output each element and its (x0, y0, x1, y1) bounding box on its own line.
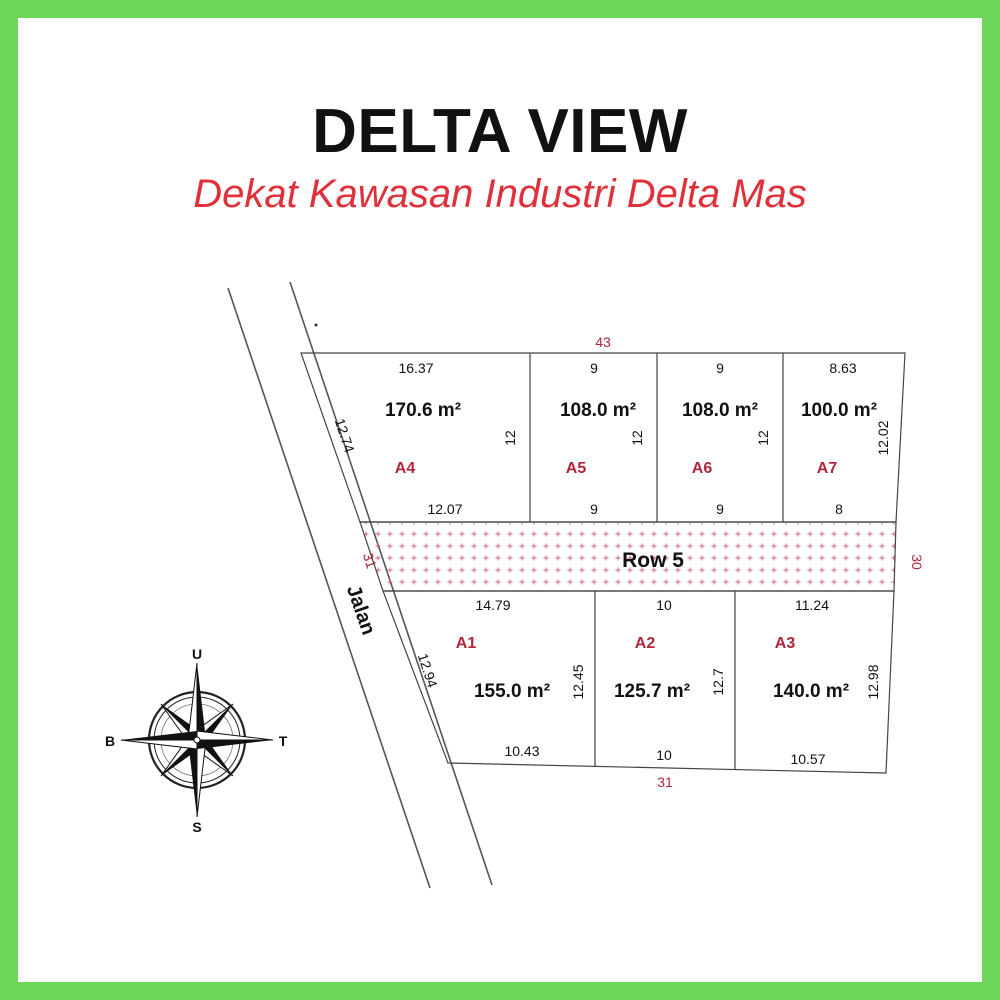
lot-a4-area: 170.6 m² (385, 400, 461, 421)
lot-a4-right: 12 (502, 430, 518, 446)
lot-a1-area: 155.0 m² (474, 681, 550, 702)
lot-a7-right: 12.02 (875, 420, 891, 455)
white-frame (18, 18, 982, 982)
lot-a4-bottom: 12.07 (427, 501, 462, 517)
lot-a2-id: A2 (635, 635, 656, 652)
lot-a5-bottom: 9 (590, 501, 598, 517)
lot-a3-id: A3 (775, 635, 796, 652)
lot-a3-area: 140.0 m² (773, 681, 849, 702)
lot-a6-right: 12 (755, 430, 771, 446)
lot-a5-right: 12 (629, 430, 645, 446)
block-top-outline (300, 352, 906, 523)
lot-a4-id: A4 (395, 460, 416, 477)
block-bottom: 31 14.79 A1 12.94 12.45 155.0 m² 10.43 1… (382, 590, 895, 790)
row-5-label: Row 5 (622, 549, 684, 572)
lot-a5-top: 9 (590, 360, 598, 376)
lot-a3-top: 11.24 (795, 597, 829, 613)
lot-a5-id: A5 (566, 460, 587, 477)
lot-a1-bottom: 10.43 (504, 743, 539, 759)
lot-a6-id: A6 (692, 460, 713, 477)
lot-a5-area: 108.0 m² (560, 400, 636, 421)
lot-a7: 8.63 100.0 m² 12.02 A7 8 (801, 360, 891, 517)
lot-a3: 11.24 A3 12.98 140.0 m² 10.57 (773, 597, 881, 767)
lot-a6-top: 9 (716, 360, 724, 376)
row-5: Row 5 31 30 (359, 521, 925, 592)
lot-a6: 9 108.0 m² 12 A6 9 (682, 360, 771, 517)
block-bottom-outline (382, 590, 895, 774)
lot-a1: 14.79 A1 12.94 12.45 155.0 m² 10.43 (415, 597, 586, 759)
row-5-right-width: 30 (909, 554, 925, 570)
overall-top-length: 43 (595, 334, 611, 350)
lot-a3-bottom: 10.57 (790, 751, 825, 767)
lot-a4-top: 16.37 (398, 360, 433, 376)
lot-a2-bottom: 10 (656, 747, 672, 763)
page-subtitle: Dekat Kawasan Industri Delta Mas (193, 172, 807, 216)
compass-west-label: B (105, 733, 115, 749)
lot-a6-area: 108.0 m² (682, 400, 758, 421)
road-edge-left (227, 287, 431, 889)
road-dot (314, 323, 318, 327)
lot-a2-area: 125.7 m² (614, 681, 690, 702)
page-title: DELTA VIEW (312, 97, 688, 166)
lot-a7-area: 100.0 m² (801, 400, 877, 421)
lot-a3-right: 12.98 (865, 664, 881, 699)
compass-north-label: U (192, 646, 202, 662)
row-5-left-width: 31 (360, 551, 380, 571)
overall-bottom-length: 31 (657, 774, 673, 790)
compass-east-label: T (279, 733, 288, 749)
lot-a6-bottom: 9 (716, 501, 724, 517)
compass-south-label: S (192, 819, 201, 835)
lot-a2-right: 12.7 (710, 668, 726, 695)
lot-a2-top: 10 (656, 597, 672, 613)
lot-a4: 16.37 170.6 m² 12.74 12 A4 12.07 (332, 360, 518, 517)
lot-a1-top: 14.79 (475, 597, 510, 613)
road-label: Jalan (342, 582, 379, 638)
block-top: 43 16.37 170.6 m² 12.74 12 A4 12.07 9 10… (300, 334, 906, 523)
lot-a2: 10 A2 12.7 125.7 m² 10 (614, 597, 726, 763)
lot-a1-right: 12.45 (570, 664, 586, 699)
lot-a7-top: 8.63 (829, 360, 856, 376)
lot-a1-id: A1 (456, 635, 477, 652)
lot-a5: 9 108.0 m² 12 A5 9 (560, 360, 645, 517)
compass-rose-icon: U S B T (105, 646, 288, 835)
lot-a7-id: A7 (817, 460, 838, 477)
lot-a7-bottom: 8 (835, 501, 843, 517)
lot-a4-left: 12.74 (332, 416, 358, 454)
